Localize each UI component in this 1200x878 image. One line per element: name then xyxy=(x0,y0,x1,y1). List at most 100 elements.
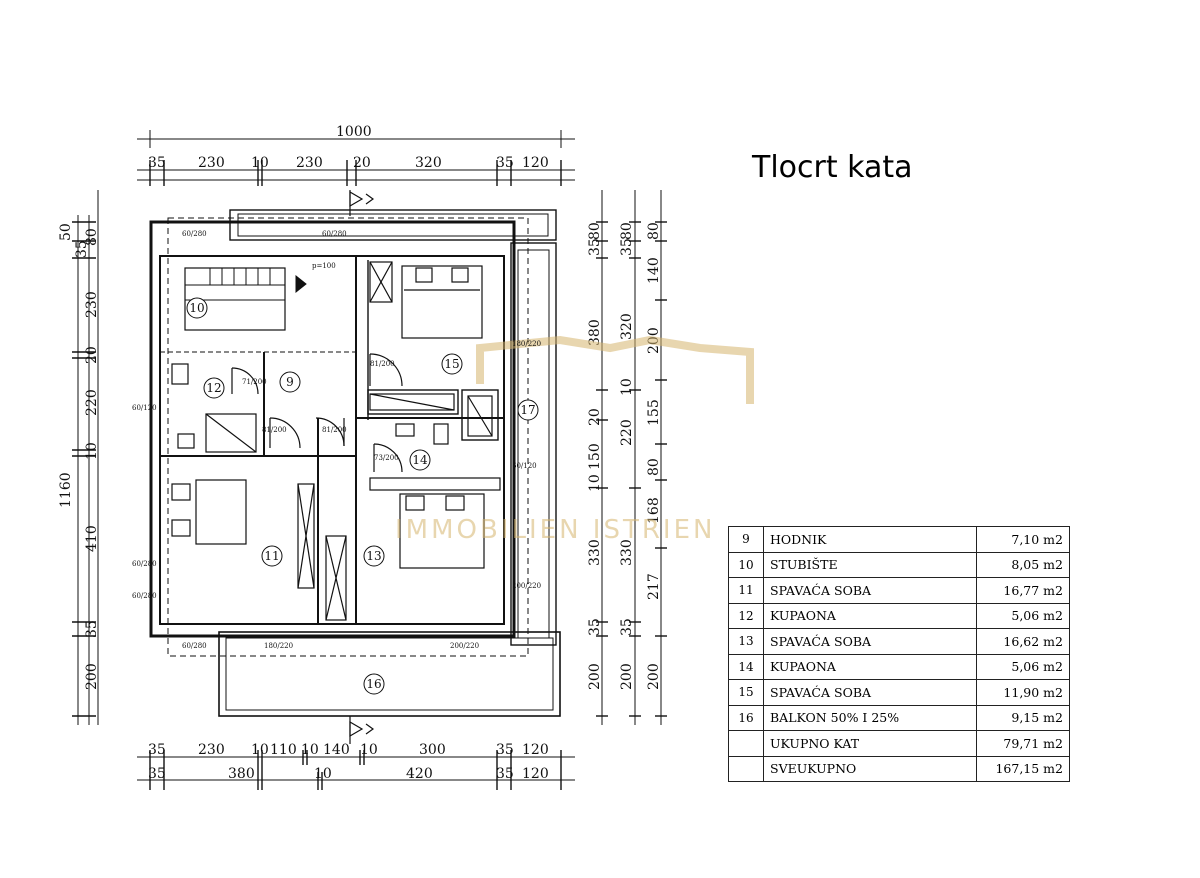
left-dimension-texts: 1160 50 35 80 230 20 220 10 410 35 200 xyxy=(58,223,100,690)
dim-bottom: 10 xyxy=(251,742,269,758)
dim-right: 200 xyxy=(646,663,662,690)
bed-icon xyxy=(399,493,485,569)
dim-right: 217 xyxy=(646,573,662,600)
room-name: SPAVAĆA SOBA xyxy=(763,628,977,655)
opening-label: 73/200 xyxy=(374,454,399,462)
dim-left: 50 xyxy=(58,223,74,241)
dim-right: 140 xyxy=(646,257,662,284)
dim-left: 80 xyxy=(84,228,100,246)
dim-top: 35 xyxy=(496,155,514,171)
right-dimensions xyxy=(596,190,667,725)
room-num xyxy=(728,730,764,757)
dim-left: 410 xyxy=(84,525,100,552)
room-name: UKUPNO KAT xyxy=(763,730,977,757)
room-area: 7,10 m2 xyxy=(976,526,1070,553)
dim-bottom: 10 xyxy=(314,766,332,782)
dim-bottom: 380 xyxy=(228,766,255,782)
dim-bottom: 420 xyxy=(406,766,433,782)
dim-bottom: 35 xyxy=(496,742,514,758)
opening-label: 200/220 xyxy=(512,582,541,590)
opening-label: 60/280 xyxy=(182,642,207,650)
room-area: 79,71 m2 xyxy=(976,730,1070,757)
room-markers xyxy=(186,297,539,695)
dim-bottom: 110 xyxy=(270,742,297,758)
dim-right: 10 xyxy=(587,474,603,492)
dim-right: 220 xyxy=(619,419,635,446)
room-numbers: 10 9 12 11 13 14 15 16 17 xyxy=(189,301,535,691)
dim-bottom: 35 xyxy=(148,766,166,782)
room-number-11: 11 xyxy=(264,549,279,563)
dim-right: 80 xyxy=(619,222,635,240)
page-title: Tlocrt kata xyxy=(752,150,913,185)
dim-right: 35 xyxy=(587,618,603,636)
bottom-dimensions xyxy=(137,750,575,790)
room-number-16: 16 xyxy=(366,677,381,691)
room-number-15: 15 xyxy=(444,357,459,371)
opening-label: 81/200 xyxy=(322,426,347,434)
room-number-14: 14 xyxy=(412,453,428,467)
dim-right: 168 xyxy=(646,497,662,524)
opening-labels: 60/280 60/280 p=100 71/200 81/200 60/120… xyxy=(132,230,541,650)
watermark-text: IMMOBILIEN ISTRIEN xyxy=(395,515,716,545)
room-name: KUPAONA xyxy=(763,653,977,680)
room-area: 16,77 m2 xyxy=(976,577,1070,604)
dim-bottom: 140 xyxy=(323,742,350,758)
opening-label: 60/280 xyxy=(322,230,347,238)
section-markers xyxy=(349,190,375,744)
furniture xyxy=(171,261,493,621)
opening-label: p=100 xyxy=(312,262,336,270)
room-area: 8,05 m2 xyxy=(976,551,1070,578)
dim-right: 200 xyxy=(587,663,603,690)
bottom-dimension-texts: 35 230 10 110 10 140 10 300 35 120 35 38… xyxy=(148,742,549,782)
room-number-12: 12 xyxy=(206,381,221,395)
dim-left: 20 xyxy=(84,346,100,364)
room-num xyxy=(728,755,764,782)
dim-top: 35 xyxy=(148,155,166,171)
dim-right: 380 xyxy=(587,319,603,346)
dim-left: 35 xyxy=(84,620,100,638)
dim-right: 330 xyxy=(619,539,635,566)
dim-right: 20 xyxy=(587,408,603,426)
room-number-9: 9 xyxy=(286,375,294,389)
opening-label: 60/280 xyxy=(182,230,207,238)
dim-top: 10 xyxy=(251,155,269,171)
dim-bottom: 300 xyxy=(419,742,446,758)
room-name: KUPAONA xyxy=(763,602,977,629)
dim-top: 230 xyxy=(198,155,225,171)
dim-right: 10 xyxy=(619,378,635,396)
dim-right: 320 xyxy=(619,313,635,340)
opening-label: 81/200 xyxy=(370,360,395,368)
room-area: 5,06 m2 xyxy=(976,602,1070,629)
room-num: 10 xyxy=(728,551,764,578)
room-num: 15 xyxy=(728,679,764,706)
dim-left: 230 xyxy=(84,291,100,318)
top-dimension-texts: 1000 35 230 10 230 20 320 35 120 xyxy=(148,124,549,171)
room-num: 11 xyxy=(728,577,764,604)
dim-bottom: 10 xyxy=(360,742,378,758)
watermark-logo xyxy=(476,335,754,404)
right-dimension-texts: 35 80 320 10 20 150 10 330 35 200 35 80 … xyxy=(587,222,662,690)
room-area: 16,62 m2 xyxy=(976,628,1070,655)
dim-top: 120 xyxy=(522,155,549,171)
bed-icon xyxy=(401,265,483,339)
dim-bottom: 230 xyxy=(198,742,225,758)
room-name: SPAVAĆA SOBA xyxy=(763,577,977,604)
room-name: HODNIK xyxy=(763,526,977,553)
dim-right: 80 xyxy=(646,222,662,240)
opening-label: 60/280 xyxy=(132,592,157,600)
room-number-10: 10 xyxy=(189,301,204,315)
dim-top: 320 xyxy=(415,155,442,171)
room-num: 13 xyxy=(728,628,764,655)
dim-right: 330 xyxy=(587,539,603,566)
dim-top: 20 xyxy=(353,155,371,171)
dim-right: 200 xyxy=(619,663,635,690)
room-num: 12 xyxy=(728,602,764,629)
